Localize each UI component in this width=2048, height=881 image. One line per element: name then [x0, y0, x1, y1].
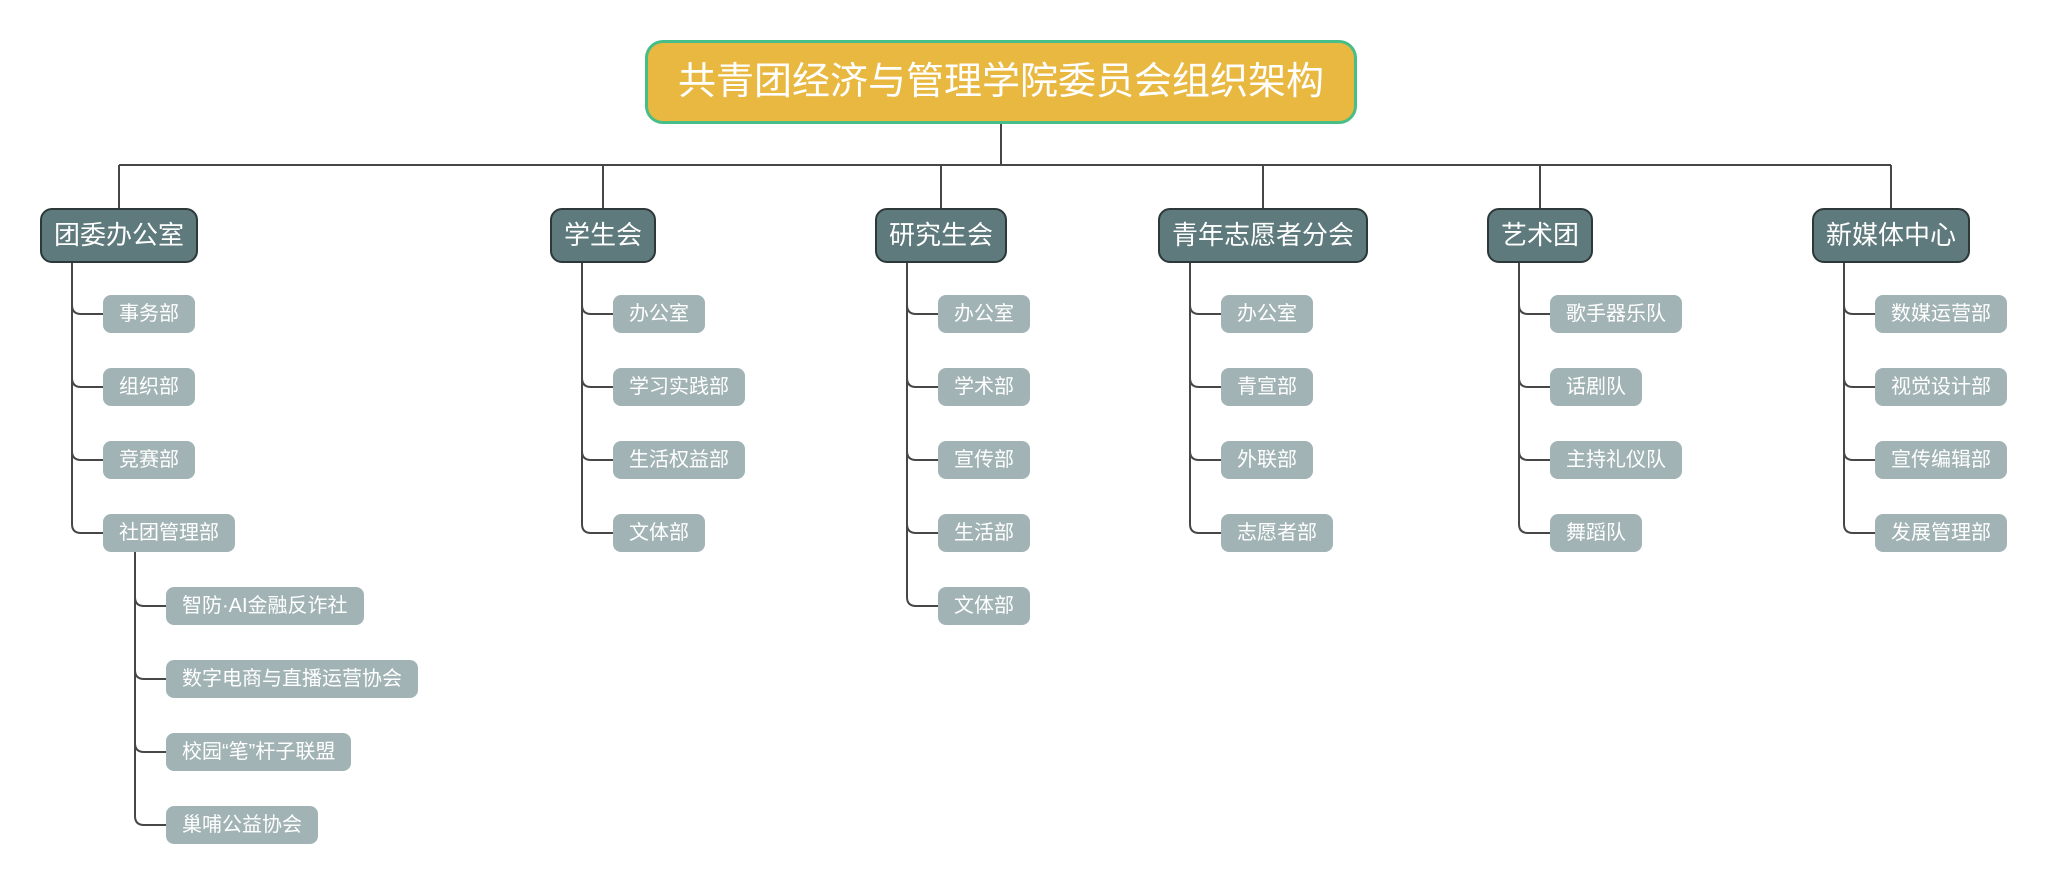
connector-line [1843, 263, 1875, 534]
dept-node[interactable]: 生活权益部 [613, 441, 745, 479]
dept-node[interactable]: 组织部 [103, 368, 195, 406]
dept-node[interactable]: 视觉设计部 [1875, 368, 2007, 406]
connector-line [71, 263, 103, 388]
connector-line [1843, 263, 1875, 461]
connector-line [906, 263, 938, 607]
connector-line [906, 263, 938, 388]
connector-line [1189, 263, 1221, 461]
connector-line [581, 263, 613, 388]
dept-node[interactable]: 学习实践部 [613, 368, 745, 406]
branch-node[interactable]: 青年志愿者分会 [1158, 208, 1369, 263]
connector-line [1518, 263, 1550, 461]
branch-node[interactable]: 研究生会 [875, 208, 1008, 263]
branch-node[interactable]: 学生会 [550, 208, 657, 263]
connector-line [1189, 263, 1221, 315]
dept-node[interactable]: 宣传部 [938, 441, 1030, 479]
branch-node[interactable]: 新媒体中心 [1812, 208, 1971, 263]
branch-node[interactable]: 团委办公室 [40, 208, 199, 263]
club-node[interactable]: 校园“笔”杆子联盟 [166, 733, 352, 771]
dept-node[interactable]: 事务部 [103, 295, 195, 333]
dept-node[interactable]: 宣传编辑部 [1875, 441, 2007, 479]
dept-node[interactable]: 文体部 [938, 587, 1030, 625]
connector-line [1189, 263, 1221, 388]
connector-line [1518, 263, 1550, 315]
connector-line [1843, 263, 1875, 388]
dept-node[interactable]: 竞赛部 [103, 441, 195, 479]
branch-node[interactable]: 艺术团 [1487, 208, 1594, 263]
connector-line [906, 263, 938, 461]
club-node[interactable]: 巢哺公益协会 [166, 806, 318, 844]
dept-node[interactable]: 舞蹈队 [1550, 514, 1642, 552]
dept-node[interactable]: 话剧队 [1550, 368, 1642, 406]
dept-node[interactable]: 主持礼仪队 [1550, 441, 1682, 479]
dept-node[interactable]: 歌手器乐队 [1550, 295, 1682, 333]
dept-node[interactable]: 青宣部 [1221, 368, 1313, 406]
club-node[interactable]: 数字电商与直播运营协会 [166, 660, 418, 698]
club-node[interactable]: 智防·AI金融反诈社 [166, 587, 364, 625]
connector-line [581, 263, 613, 461]
connector-line [1518, 263, 1550, 388]
connector-line [134, 552, 166, 826]
dept-node[interactable]: 办公室 [938, 295, 1030, 333]
connector-line [134, 552, 166, 607]
dept-node[interactable]: 社团管理部 [103, 514, 235, 552]
connector-line [906, 263, 938, 534]
dept-node[interactable]: 办公室 [613, 295, 705, 333]
connector-line [134, 552, 166, 753]
dept-node[interactable]: 发展管理部 [1875, 514, 2007, 552]
connector-line [1518, 263, 1550, 534]
dept-node[interactable]: 生活部 [938, 514, 1030, 552]
chart-title-node[interactable]: 共青团经济与管理学院委员会组织架构 [644, 40, 1358, 124]
connector-line [71, 263, 103, 461]
connector-line [71, 263, 103, 534]
dept-node[interactable]: 办公室 [1221, 295, 1313, 333]
dept-node[interactable]: 志愿者部 [1221, 514, 1333, 552]
connector-line [1189, 263, 1221, 534]
dept-node[interactable]: 外联部 [1221, 441, 1313, 479]
dept-node[interactable]: 学术部 [938, 368, 1030, 406]
dept-node[interactable]: 数媒运营部 [1875, 295, 2007, 333]
dept-node[interactable]: 文体部 [613, 514, 705, 552]
connector-line [134, 552, 166, 680]
connector-line [1843, 263, 1875, 315]
connector-line [906, 263, 938, 315]
connector-line [581, 263, 613, 315]
connector-line [581, 263, 613, 534]
connector-line [71, 263, 103, 315]
